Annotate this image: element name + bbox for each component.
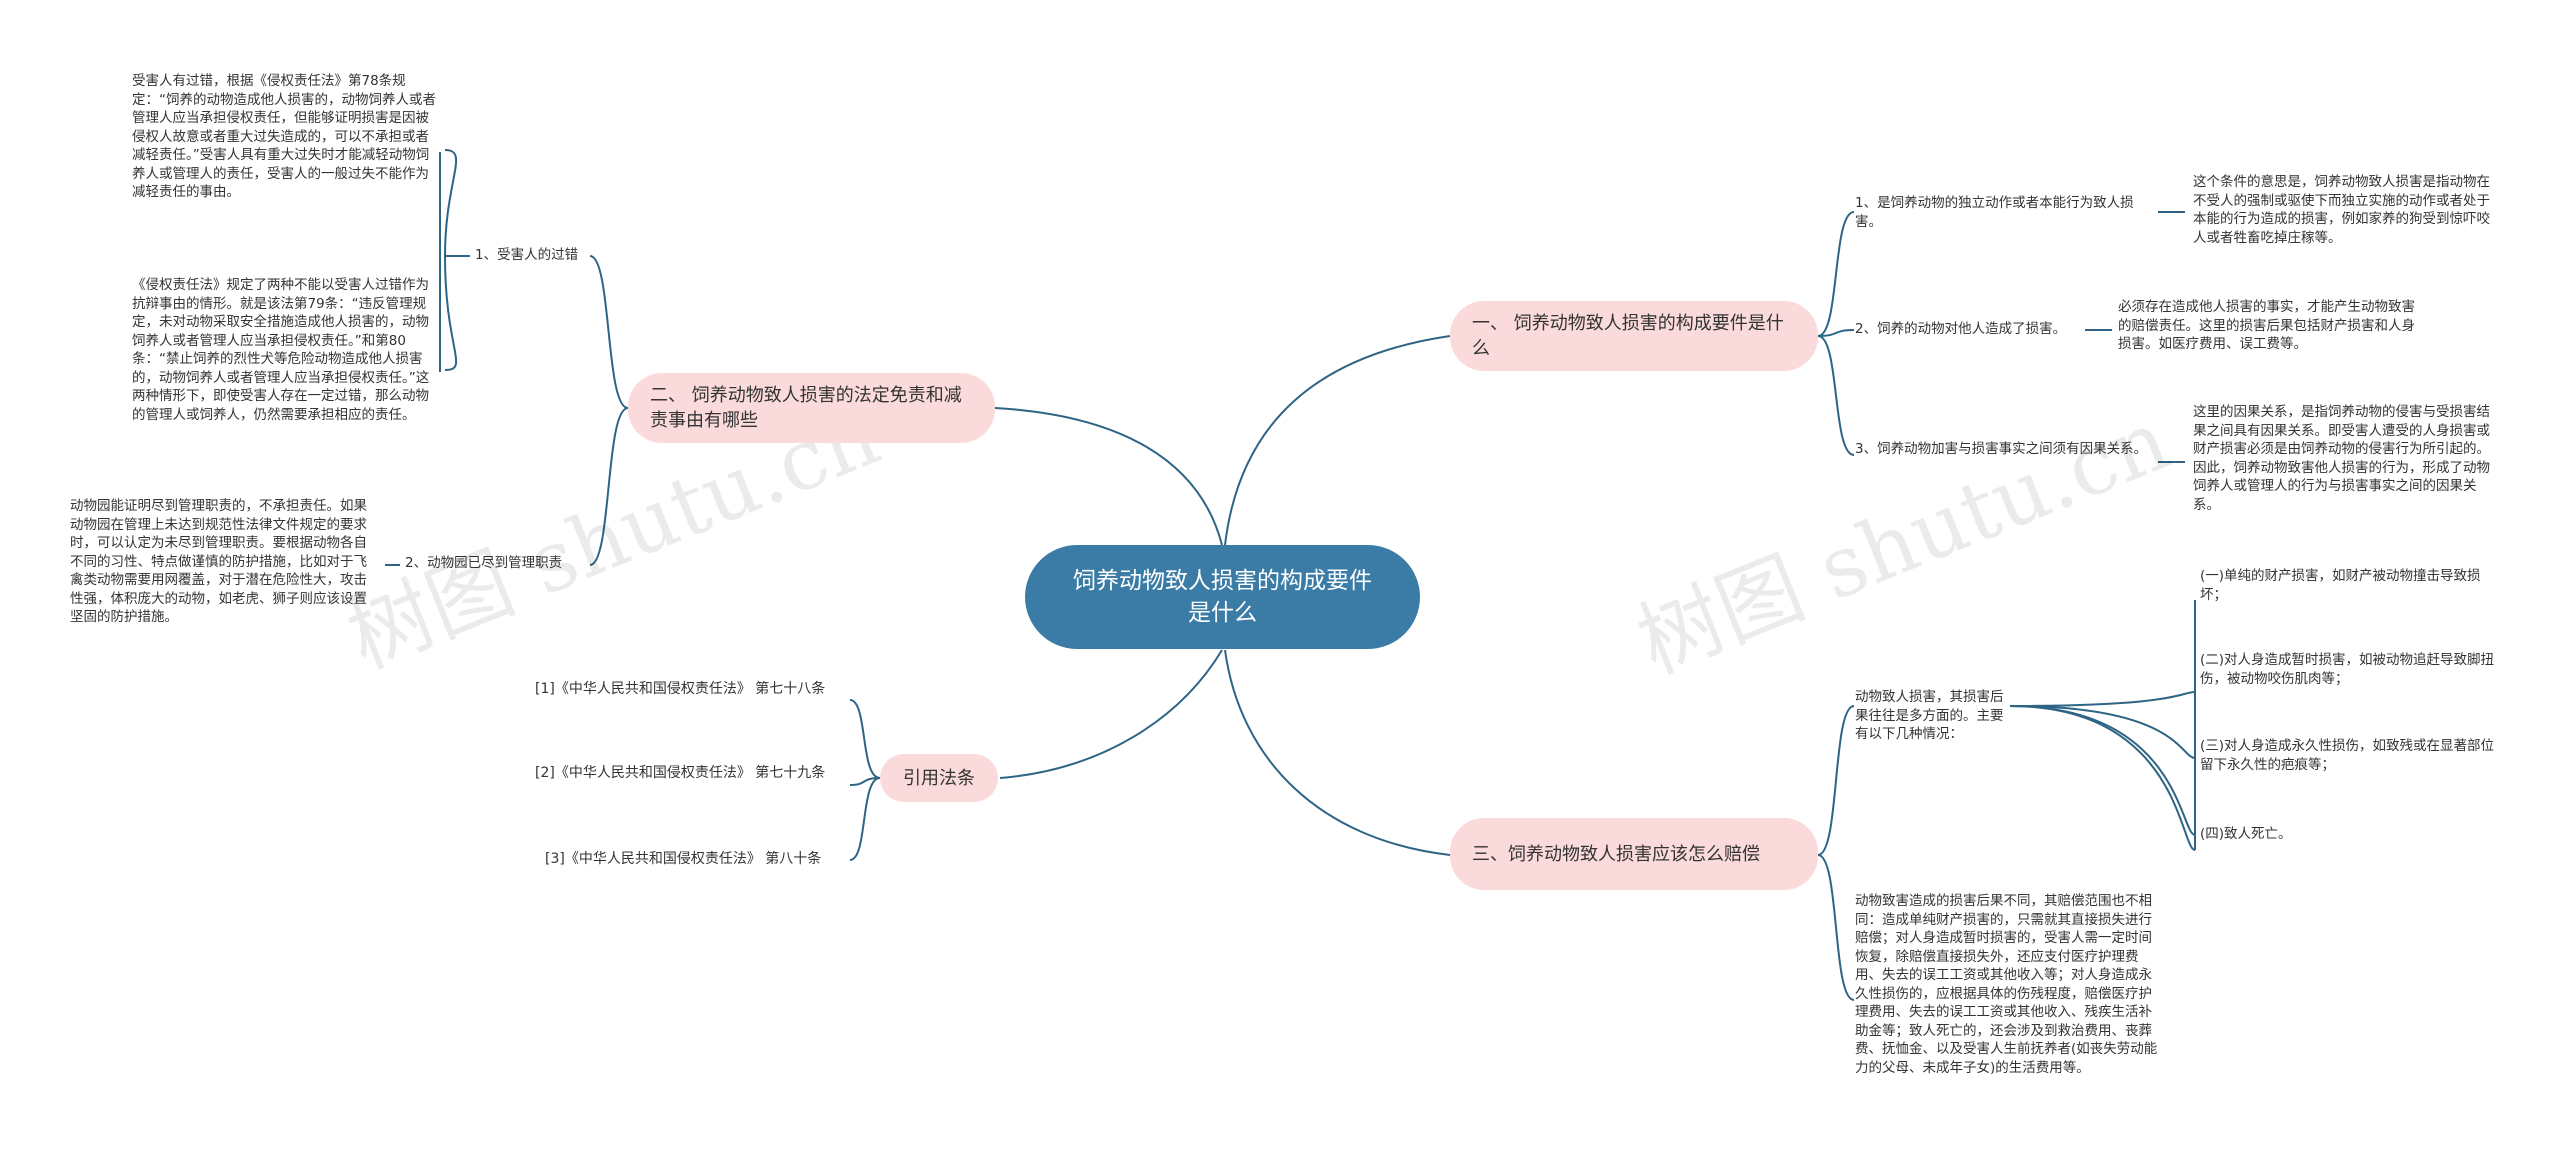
b1-condition-3: 3、饲养动物加害与损害事实之间须有因果关系。	[1855, 441, 2148, 457]
b2-victim-fault-detail-1: 受害人有过错，根据《侵权责任法》第78条规定：“饲养的动物造成他人损害的，动物饲…	[132, 73, 436, 200]
branch-cited-statutes[interactable]: 引用法条	[880, 754, 998, 802]
branch-constituent-elements[interactable]: 一、 饲养动物致人损害的构成要件是什么	[1450, 301, 1818, 371]
b1-condition-1-detail: 这个条件的意思是，饲养动物致人损害是指动物在不受人的强制或驱使下而独立实施的动作…	[2193, 174, 2490, 246]
b3-item-1: (一)单纯的财产损害，如财产被动物撞击导致损坏；	[2200, 568, 2481, 603]
b1-condition-3-detail: 这里的因果关系，是指饲养动物的侵害与受损害结果之间具有因果关系。即受害人遭受的人…	[2193, 404, 2490, 513]
branch-exemption[interactable]: 二、 饲养动物致人损害的法定免责和减责事由有哪些	[628, 373, 995, 443]
root-topic[interactable]: 饲养动物致人损害的构成要件是什么	[1025, 545, 1420, 649]
b3-item-4: (四)致人死亡。	[2200, 826, 2292, 842]
b3-item-3: (三)对人身造成永久性损伤，如致残或在显著部位留下永久性的疤痕等；	[2200, 738, 2495, 773]
b1-condition-1: 1、是饲养动物的独立动作或者本能行为致人损害。	[1855, 195, 2134, 230]
b2-zoo-duty-detail: 动物园能证明尽到管理职责的，不承担责任。如果动物园在管理上未达到规范性法律文件规…	[70, 498, 367, 625]
ref-1: [1]《中华人民共和国侵权责任法》 第七十八条	[535, 681, 826, 697]
b1-condition-2: 2、饲养的动物对他人造成了损害。	[1855, 321, 2067, 337]
b3-compensation-scope: 动物致害造成的损害后果不同，其赔偿范围也不相同：造成单纯财产损害的，只需就其直接…	[1855, 893, 2158, 1076]
b2-zoo-duty: 2、动物园已尽到管理职责	[405, 555, 563, 571]
b3-damage-intro: 动物致人损害，其损害后果往往是多方面的。主要有以下几种情况：	[1855, 689, 2004, 742]
ref-3: [3]《中华人民共和国侵权责任法》 第八十条	[545, 851, 822, 867]
ref-2: [2]《中华人民共和国侵权责任法》 第七十九条	[535, 765, 826, 781]
b1-condition-2-detail: 必须存在造成他人损害的事实，才能产生动物致害的赔偿责任。这里的损害后果包括财产损…	[2118, 299, 2415, 352]
b2-victim-fault: 1、受害人的过错	[475, 247, 579, 263]
branch-compensation[interactable]: 三、饲养动物致人损害应该怎么赔偿	[1450, 818, 1818, 890]
b2-victim-fault-detail-2: 《侵权责任法》规定了两种不能以受害人过错作为抗辩事由的情形。就是该法第79条：“…	[132, 277, 430, 423]
b3-item-2: (二)对人身造成暂时损害，如被动物追赶导致脚扭伤，被动物咬伤肌肉等；	[2200, 652, 2495, 687]
